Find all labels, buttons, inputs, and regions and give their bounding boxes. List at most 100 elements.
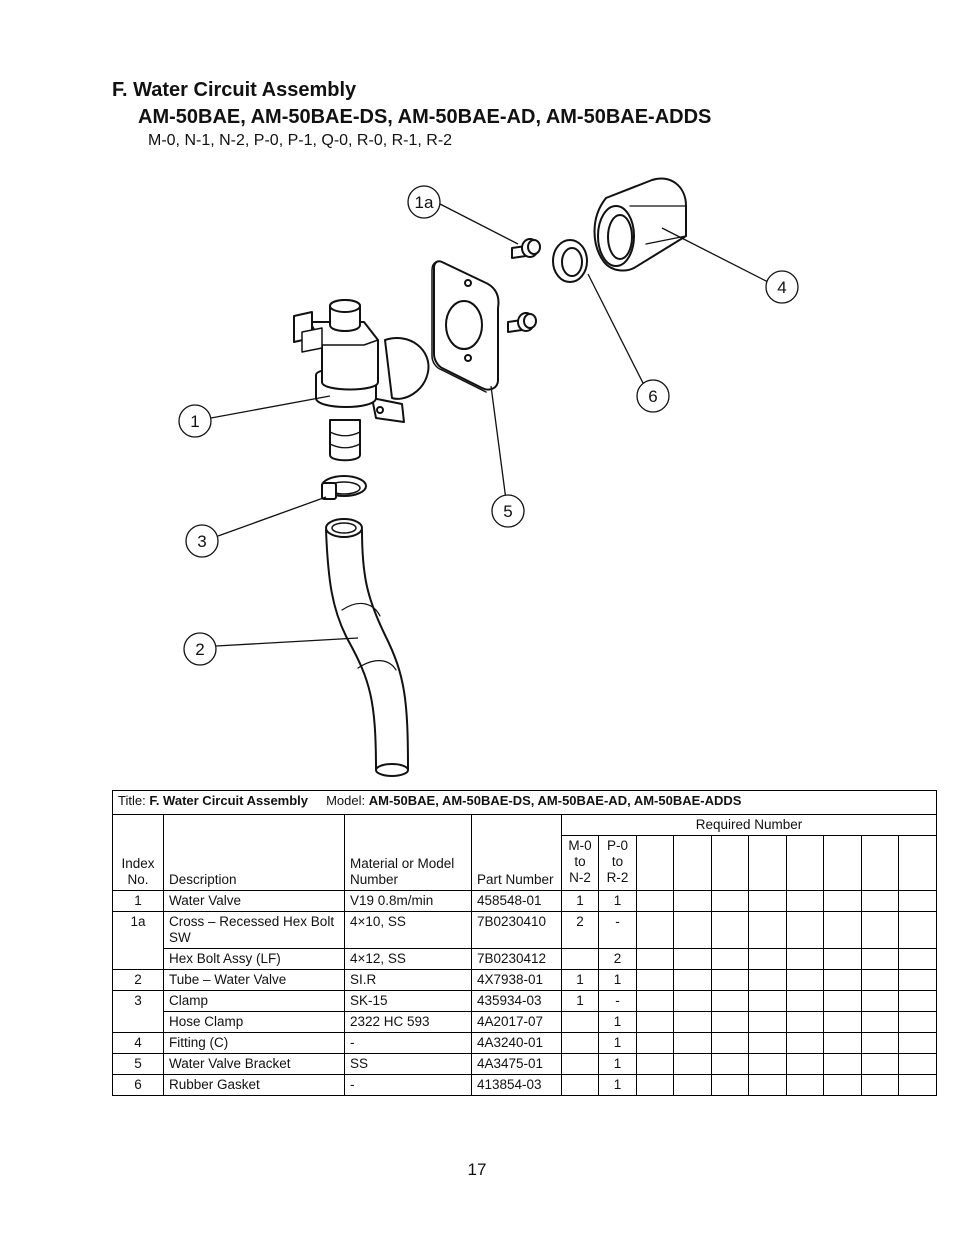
cell-empty <box>823 969 862 991</box>
cell-empty <box>711 1074 749 1096</box>
callout-1a: 1a <box>407 185 441 219</box>
cell-part-number: 413854-03 <box>471 1074 562 1096</box>
cell-empty <box>897 969 938 991</box>
cell-empty <box>823 948 862 970</box>
cell-description: Clamp <box>163 990 345 1012</box>
cell-empty <box>897 1074 938 1096</box>
cell-empty <box>861 990 899 1012</box>
cell-empty <box>786 911 824 949</box>
cell-empty <box>711 911 749 949</box>
svg-text:5: 5 <box>503 502 512 521</box>
cell-description: Hex Bolt Assy (LF) <box>163 948 345 970</box>
cell-part-number: 458548-01 <box>471 890 562 912</box>
cell-description: Fitting (C) <box>163 1032 345 1054</box>
cell-empty <box>748 969 787 991</box>
title-value: F. Water Circuit Assembly <box>149 793 309 808</box>
title-label: Title: <box>118 793 146 808</box>
cell-empty <box>861 948 899 970</box>
hex-bolt-lower <box>507 312 537 333</box>
svg-text:1: 1 <box>190 412 199 431</box>
cell-empty <box>861 1011 899 1033</box>
hose-clamp <box>321 475 367 500</box>
svg-text:1a: 1a <box>415 193 434 212</box>
cell-index: 5 <box>112 1053 164 1075</box>
cell-empty <box>636 911 674 949</box>
cell-empty <box>748 911 787 949</box>
cell-index: 3 <box>112 990 164 1033</box>
model-label: Model: <box>326 793 366 808</box>
water-valve <box>293 299 430 462</box>
cell-material: 4×10, SS <box>344 911 472 949</box>
cell-index: 6 <box>112 1074 164 1096</box>
cell-empty <box>861 890 899 912</box>
callout-3: 3 <box>185 524 219 558</box>
cell-qty-p0: 1 <box>598 890 637 912</box>
cell-qty-m0: 1 <box>561 890 599 912</box>
cell-description: Water Valve Bracket <box>163 1053 345 1075</box>
cell-qty-m0 <box>561 1032 599 1054</box>
hex-bolt-upper <box>511 238 541 259</box>
cell-empty <box>636 1074 674 1096</box>
serial-list-heading: M-0, N-1, N-2, P-0, P-1, Q-0, R-0, R-1, … <box>148 132 453 149</box>
cell-empty <box>748 890 787 912</box>
callout-4: 4 <box>765 270 799 304</box>
page-number: 17 <box>467 1160 487 1179</box>
cell-qty-m0 <box>561 1053 599 1075</box>
cell-empty <box>823 890 862 912</box>
cell-empty <box>897 890 938 912</box>
callout-1: 1 <box>178 404 212 438</box>
cell-qty-m0 <box>561 1074 599 1096</box>
cell-empty <box>711 890 749 912</box>
cell-empty <box>673 890 712 912</box>
cell-empty <box>711 1011 749 1033</box>
cell-part-number: 4A3240-01 <box>471 1032 562 1054</box>
cell-empty <box>636 1032 674 1054</box>
cell-empty <box>636 1011 674 1033</box>
cell-empty <box>673 911 712 949</box>
cell-empty <box>711 1053 749 1075</box>
header-row-2: M-0 to N-2 P-0 to R-2 <box>113 835 938 891</box>
cell-material: V19 0.8m/min <box>344 890 472 912</box>
cell-material: SK-15 <box>344 990 472 1012</box>
header-row-1: Index No. Description Material or Model … <box>112 814 938 891</box>
cell-empty <box>673 948 712 970</box>
svg-text:3: 3 <box>197 532 206 551</box>
cell-qty-m0 <box>561 948 599 970</box>
cell-qty-p0: - <box>598 911 637 949</box>
cell-part-number: 4A2017-07 <box>471 1011 562 1033</box>
cell-empty <box>897 911 938 949</box>
cell-empty <box>823 990 862 1012</box>
cell-qty-p0: 2 <box>598 948 637 970</box>
cell-index: 1 <box>112 890 164 912</box>
cell-empty <box>861 1053 899 1075</box>
cell-empty <box>673 1074 712 1096</box>
header-required-number: Required Number <box>560 814 938 836</box>
model-value: AM-50BAE, AM-50BAE-DS, AM-50BAE-AD, AM-5… <box>368 793 742 808</box>
cell-empty <box>748 990 787 1012</box>
cell-empty <box>861 1074 899 1096</box>
cell-description: Rubber Gasket <box>163 1074 345 1096</box>
cell-qty-p0: 1 <box>598 969 637 991</box>
cell-part-number: 7B0230410 <box>471 911 562 949</box>
cell-qty-m0: 2 <box>561 911 599 949</box>
cell-material: - <box>344 1032 472 1054</box>
svg-text:6: 6 <box>648 387 657 406</box>
callout-6: 6 <box>636 379 670 413</box>
callout-2: 2 <box>183 632 217 666</box>
cell-qty-m0 <box>561 1011 599 1033</box>
cell-empty <box>861 911 899 949</box>
cell-empty <box>673 1053 712 1075</box>
header-col-m0: M-0 to N-2 <box>561 835 599 891</box>
cell-empty <box>786 890 824 912</box>
cell-empty <box>861 1032 899 1054</box>
fitting <box>593 177 687 272</box>
cell-empty <box>711 969 749 991</box>
cell-empty <box>636 948 674 970</box>
cell-empty <box>673 990 712 1012</box>
